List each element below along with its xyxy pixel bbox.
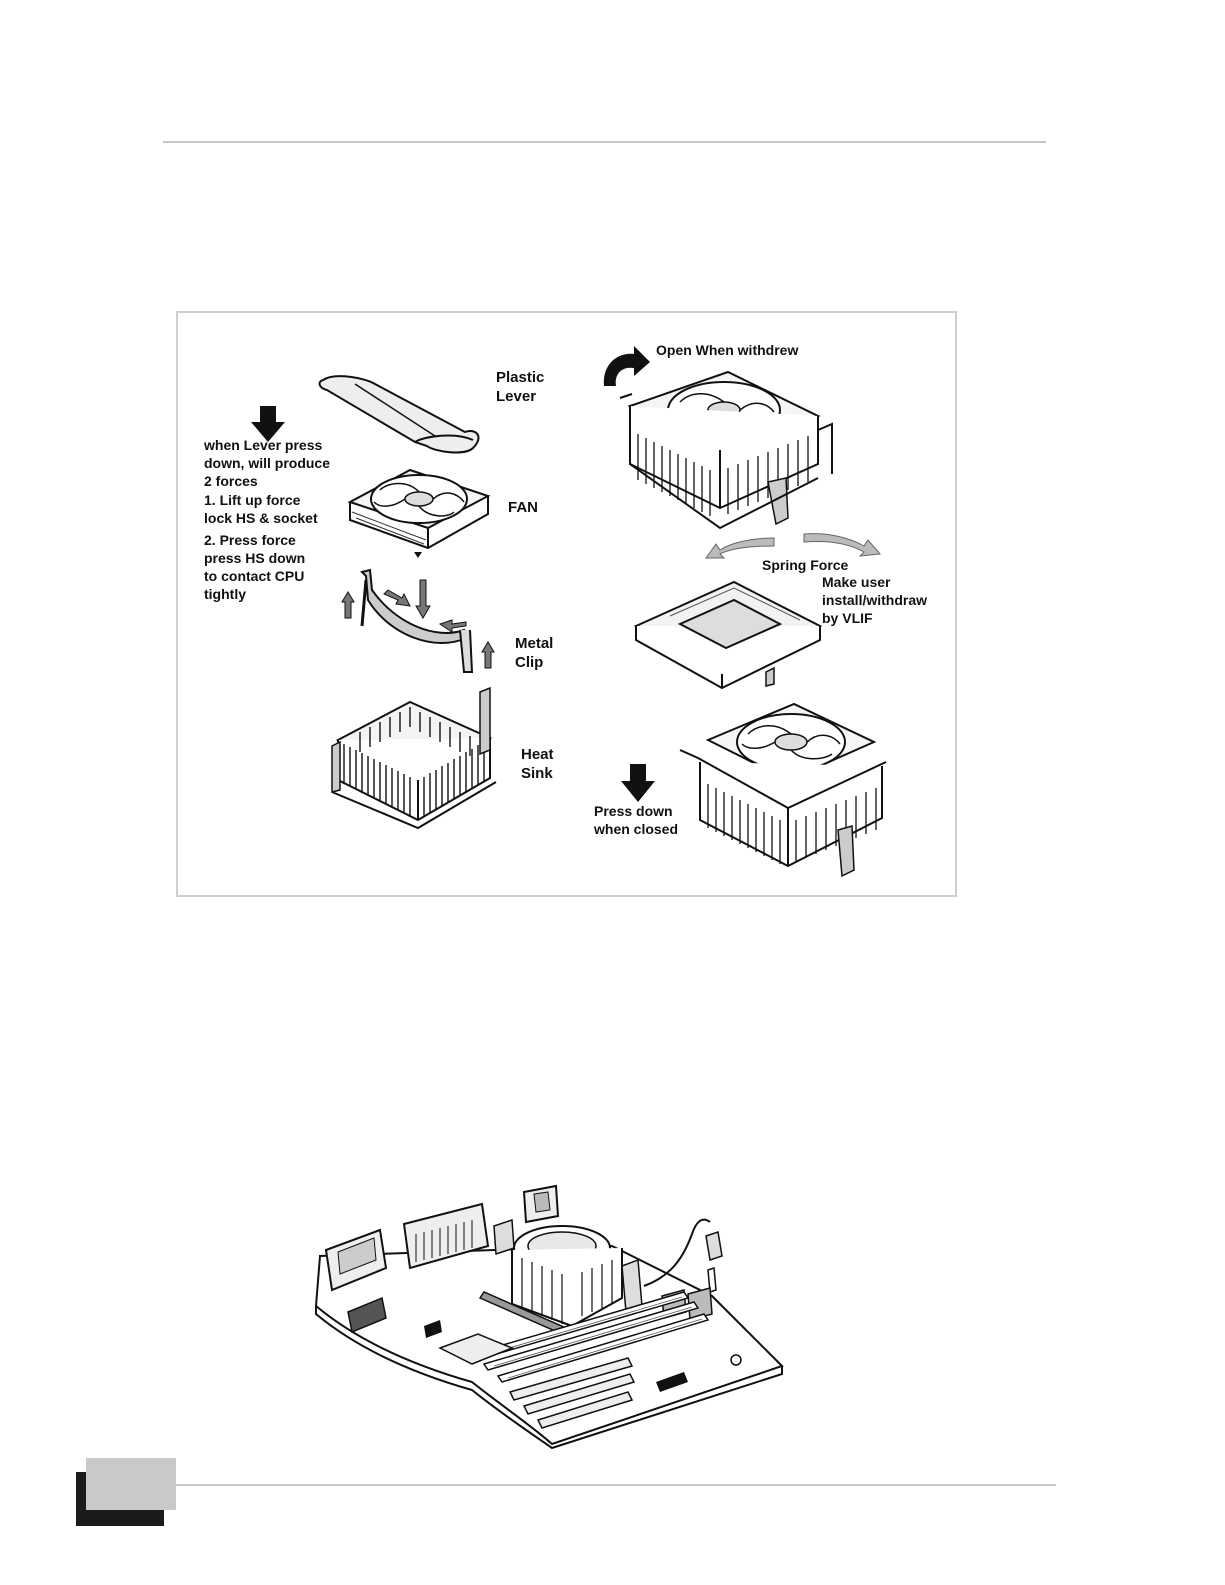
header-rule [163, 141, 1046, 143]
label-force-1: 1. Lift up force lock HS & socket [204, 491, 318, 527]
metal-clip-illustration [336, 566, 506, 678]
plastic-lever-illustration [315, 370, 485, 460]
heatsink-fan-open-illustration [618, 368, 838, 544]
label-fan: FAN [508, 498, 538, 517]
label-make-user: Make user install/withdraw by VLIF [822, 573, 927, 627]
label-metal-clip: Metal Clip [515, 634, 553, 672]
heat-sink-illustration [330, 680, 498, 830]
label-open-withdrew: Open When withdrew [656, 341, 798, 359]
label-spring-force: Spring Force [762, 556, 848, 574]
press-down-arrow-icon [620, 764, 656, 802]
motherboard-illustration [312, 1186, 786, 1448]
cpu-socket-illustration [630, 574, 826, 694]
heatsink-fan-closed-illustration [678, 700, 892, 882]
page-number-tab-highlight [86, 1458, 176, 1510]
label-heat-sink: Heat Sink [521, 745, 554, 783]
fan-illustration [348, 462, 490, 558]
label-lever-press: when Lever press down, will produce 2 fo… [204, 436, 330, 490]
footer-rule [176, 1484, 1056, 1486]
label-press-down: Press down when closed [594, 802, 678, 838]
label-force-2: 2. Press force press HS down to contact … [204, 531, 305, 603]
label-plastic-lever: Plastic Lever [496, 368, 544, 406]
